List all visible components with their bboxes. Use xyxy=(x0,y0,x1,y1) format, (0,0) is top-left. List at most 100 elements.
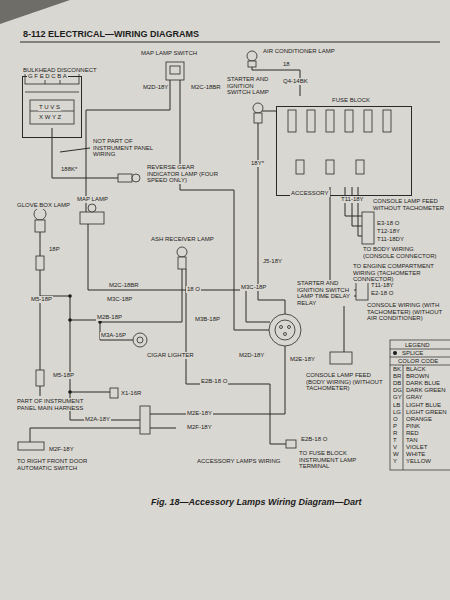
table-cell: LIGHT BLUE xyxy=(405,402,442,409)
cigar-lighter-symbol xyxy=(137,337,143,343)
wire-code: T11-18Y xyxy=(370,282,395,289)
legend-table xyxy=(390,340,450,470)
part-name: MAP LAMP xyxy=(76,196,109,203)
lamp-symbol xyxy=(35,220,45,232)
wire-code: T11-18Y xyxy=(340,196,365,203)
splice-dot xyxy=(68,294,102,394)
connector-block: BULKHEAD DISCONNECT xyxy=(22,58,100,138)
part-name: PART OF INSTRUMENT PANEL MAIN HARNESS xyxy=(16,398,90,411)
wire-code: M2F-18Y xyxy=(48,446,75,453)
part-name: STARTER AND IGNITION SWITCH LAMP xyxy=(226,76,276,96)
table-cell: BR xyxy=(392,373,402,380)
wire-code: E2B-18 O xyxy=(300,436,328,443)
wire-code: M2D-18Y xyxy=(238,352,265,359)
header-rule xyxy=(20,42,440,43)
fuse-block: FUSE BLOCK xyxy=(276,88,412,196)
table-cell: GY xyxy=(392,394,403,401)
part-name: TO BODY WIRING (CONSOLE CONNECTOR) xyxy=(362,246,444,259)
wire-code: E3-18 O xyxy=(376,220,400,227)
page-header: 8-112 ELECTRICAL—WIRING DIAGRAMS xyxy=(22,30,200,40)
wire-code: 18 xyxy=(282,61,291,68)
photo-background xyxy=(0,0,70,24)
part-name: TO ENGINE COMPARTMENT WIRING (TACHOMETER… xyxy=(352,263,446,283)
wire xyxy=(70,296,133,340)
table-cell: R xyxy=(392,430,398,437)
bulkhead-connector xyxy=(25,92,79,93)
legend-text: SPLICE xyxy=(402,350,423,356)
bulkhead-connector xyxy=(25,70,79,124)
wire-code: M3B-18P xyxy=(194,316,221,323)
lamp-symbol xyxy=(177,247,187,257)
part-name: CIGAR LIGHTER xyxy=(146,352,195,359)
wire-code: M3C-18P xyxy=(240,284,267,291)
wire xyxy=(40,232,70,296)
lamp-symbol xyxy=(132,174,140,182)
table-cell: TAN xyxy=(405,437,419,444)
part-name: ASH RECEIVER LAMP xyxy=(150,236,215,243)
wire-code: M2E-18Y xyxy=(289,356,316,363)
splice-dot xyxy=(68,294,72,298)
part-name: NOT PART OF INSTRUMENT PANEL WIRING xyxy=(92,138,160,158)
wire-code: T12-18Y xyxy=(376,228,401,235)
lamp-symbol xyxy=(253,103,263,113)
fuse-symbol xyxy=(326,160,334,174)
table-cell: BK xyxy=(392,366,402,373)
wire-code: M2E-18Y xyxy=(186,410,213,417)
bulkhead-connector xyxy=(30,111,74,112)
pin-letters: X W Y Z xyxy=(38,114,62,121)
table-cell: RED xyxy=(405,430,420,437)
wire-code: 18Y* xyxy=(250,160,265,167)
part-name: AIR CONDITIONER LAMP xyxy=(262,48,336,55)
table-cell: T xyxy=(392,437,398,444)
wire-code: T11-18DY xyxy=(376,236,405,243)
wire-code: E2B-18 O xyxy=(200,378,228,385)
wire-code: M3A-16P xyxy=(100,332,127,339)
wire xyxy=(150,428,176,429)
connector-symbol xyxy=(140,406,150,434)
table-cell: DG xyxy=(392,387,403,394)
wire-code: Q4-14BK xyxy=(282,78,309,85)
table-heading: COLOR CODE xyxy=(397,358,439,365)
splice-dot xyxy=(68,390,72,394)
lamp-symbol xyxy=(247,51,257,61)
connector-symbol xyxy=(36,370,44,386)
relay-symbol xyxy=(269,314,301,346)
fuse-symbol xyxy=(288,110,296,132)
fuse-symbol xyxy=(296,160,304,174)
wire-code: M2F-18Y xyxy=(186,424,213,431)
wire-code: E2-18 O xyxy=(370,290,394,297)
relay-symbol xyxy=(269,314,301,346)
fuse-symbol xyxy=(356,160,364,174)
fuse-symbol xyxy=(326,110,334,132)
wire xyxy=(40,386,41,396)
wire-code: M2C-18BR xyxy=(108,282,140,289)
legend-table xyxy=(390,357,450,358)
connector-symbol xyxy=(18,212,374,450)
lamp-symbol xyxy=(80,212,104,224)
legend-sample xyxy=(393,351,397,355)
lamp-symbol xyxy=(88,204,96,212)
table-cell: P xyxy=(392,423,398,430)
relay-symbol xyxy=(284,333,287,336)
table-cell: ORANGE xyxy=(405,416,433,423)
wire xyxy=(70,320,110,392)
lamp-symbol xyxy=(178,257,186,269)
table-cell: LG xyxy=(392,409,402,416)
legend-table xyxy=(390,349,450,350)
wire xyxy=(186,269,286,444)
component-label: FUSE BLOCK xyxy=(331,97,371,104)
wire xyxy=(358,187,362,236)
part-name: STARTER AND IGNITION SWITCH LAMP TIME DE… xyxy=(296,280,354,306)
connector-symbol xyxy=(286,440,296,448)
part-name: TO FUSE BLOCK INSTRUMENT LAMP TERMINAL xyxy=(298,450,370,470)
table-cell: Y xyxy=(392,458,398,465)
part-name: GLOVE BOX LAMP xyxy=(16,202,71,209)
part-name: MAP LAMP SWITCH xyxy=(140,50,198,57)
relay-symbol xyxy=(288,326,291,329)
fuse-symbol xyxy=(307,110,315,132)
relay-symbol xyxy=(275,320,295,340)
connector-symbol xyxy=(356,280,368,300)
part-name: ACCESSORY xyxy=(290,190,330,197)
table-heading: LEGEND xyxy=(404,342,431,349)
